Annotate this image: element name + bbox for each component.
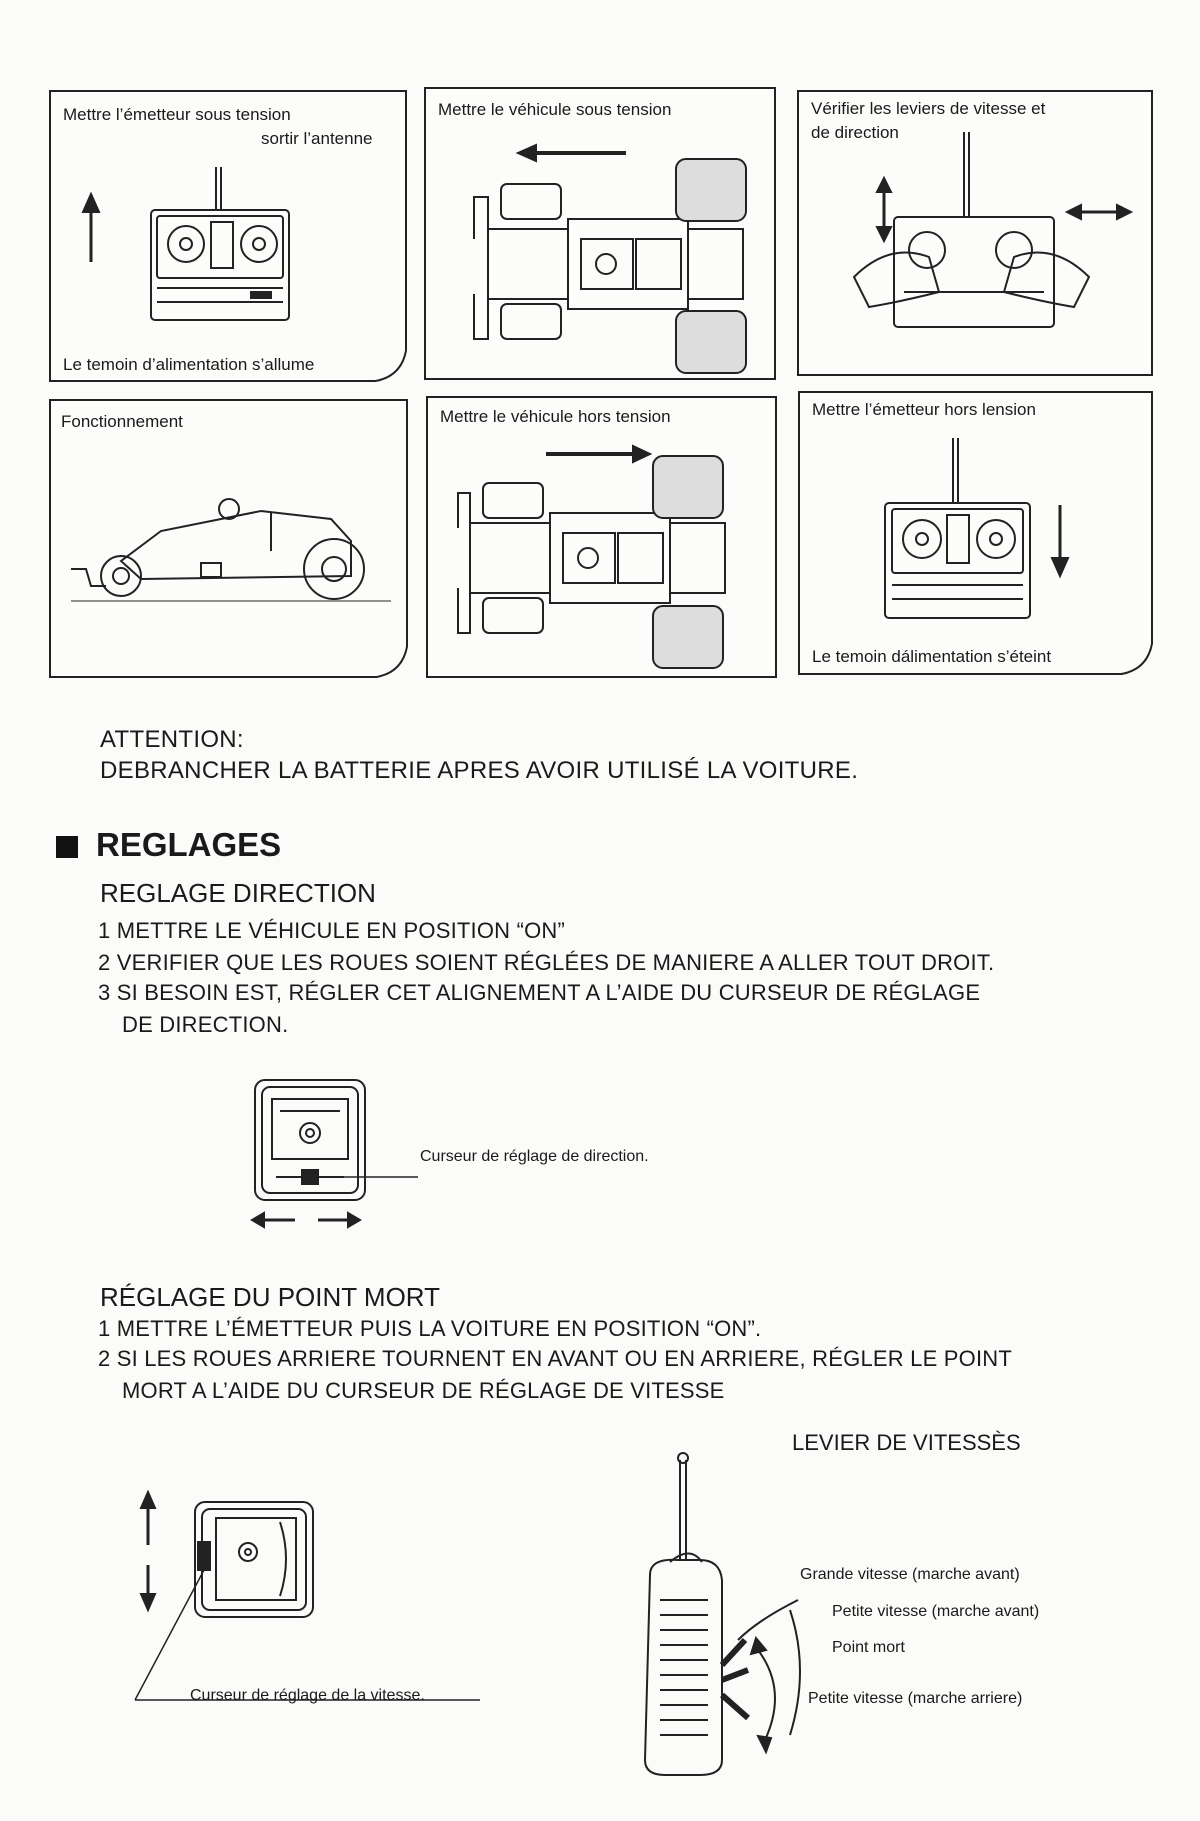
attention-title: ATTENTION: bbox=[100, 726, 244, 753]
panel-4-caption: Fonctionnement bbox=[61, 412, 183, 431]
panel-6-bottom-caption: Le temoin dálimentation s’éteint bbox=[812, 647, 1052, 666]
panel-transmitter-off: Mettre l’émetteur hors lension Le temoin… bbox=[798, 391, 1153, 675]
section-heading-reglages: REGLAGES bbox=[96, 826, 282, 863]
point-mort-step-2: 2 SI LES ROUES ARRIERE TOURNENT EN AVANT… bbox=[98, 1346, 1012, 1371]
speed-trim-illustration bbox=[134, 1490, 480, 1701]
hands-on-transmitter-illustration bbox=[852, 132, 1134, 328]
panel-check-levers: Vérifier les leviers de vitesse et de di… bbox=[797, 90, 1153, 376]
direction-step-1: 1 METTRE LE VÉHICULE EN POSITION “ON” bbox=[98, 918, 566, 943]
speed-trim-callout: Curseur de réglage de la vitesse. bbox=[190, 1687, 425, 1704]
panel-1-bottom-caption: Le temoin d’alimentation s’allume bbox=[63, 355, 315, 374]
page-fold bbox=[367, 342, 407, 382]
direction-step-3: 3 SI BESOIN EST, RÉGLER CET ALIGNEMENT A… bbox=[98, 980, 981, 1005]
subsection-title-direction: REGLAGE DIRECTION bbox=[100, 878, 376, 908]
lever-label-high-forward: Grande vitesse (marche avant) bbox=[800, 1566, 1020, 1583]
transmitter-illustration bbox=[884, 438, 1070, 619]
lever-label-low-reverse: Petite vitesse (marche arriere) bbox=[808, 1690, 1023, 1707]
panel-transmitter-on: Mettre l’émetteur sous tension sortir l’… bbox=[49, 90, 407, 382]
lever-title: LEVIER DE VITESSÈS bbox=[792, 1430, 1021, 1455]
panel-6-caption: Mettre l’émetteur hors lension bbox=[812, 400, 1036, 419]
subsection-title-point-mort: RÉGLAGE DU POINT MORT bbox=[100, 1282, 440, 1312]
section-bullet bbox=[56, 836, 78, 858]
direction-step-3-cont: DE DIRECTION. bbox=[122, 1012, 289, 1037]
page-fold bbox=[368, 638, 408, 678]
buggy-side-view-illustration bbox=[71, 498, 391, 602]
panel-vehicle-on: Mettre le véhicule sous tension bbox=[424, 87, 776, 380]
panel-vehicle-off: Mettre le véhicule hors tension bbox=[426, 396, 777, 678]
point-mort-step-1: 1 METTRE L’ÉMETTEUR PUIS LA VOITURE EN P… bbox=[98, 1316, 762, 1341]
buggy-top-view-illustration bbox=[457, 444, 726, 669]
transmitter-illustration bbox=[81, 167, 290, 321]
panel-1-caption: Mettre l’émetteur sous tension bbox=[63, 105, 291, 124]
direction-trim-illustration bbox=[250, 1079, 418, 1229]
panel-3-caption: Vérifier les leviers de vitesse et bbox=[811, 99, 1046, 118]
attention-text: DEBRANCHER LA BATTERIE APRES AVOIR UTILI… bbox=[100, 757, 859, 784]
speed-lever-illustration bbox=[643, 1452, 801, 1776]
lever-label-low-forward: Petite vitesse (marche avant) bbox=[832, 1603, 1040, 1620]
panel-3-caption-2: de direction bbox=[811, 123, 899, 142]
buggy-top-view-illustration bbox=[473, 143, 747, 374]
panel-1-caption-2: sortir l’antenne bbox=[261, 129, 373, 148]
point-mort-step-2-cont: MORT A L’AIDE DU CURSEUR DE RÉGLAGE DE V… bbox=[122, 1378, 725, 1403]
page-fold bbox=[1113, 635, 1153, 675]
lever-label-neutral: Point mort bbox=[832, 1639, 905, 1656]
direction-trim-callout: Curseur de réglage de direction. bbox=[420, 1148, 649, 1165]
panel-operation: Fonctionnement bbox=[49, 399, 408, 678]
panel-5-caption: Mettre le véhicule hors tension bbox=[440, 407, 671, 426]
direction-step-2: 2 VERIFIER QUE LES ROUES SOIENT RÉGLÉES … bbox=[98, 950, 995, 975]
panel-2-caption: Mettre le véhicule sous tension bbox=[438, 100, 672, 119]
